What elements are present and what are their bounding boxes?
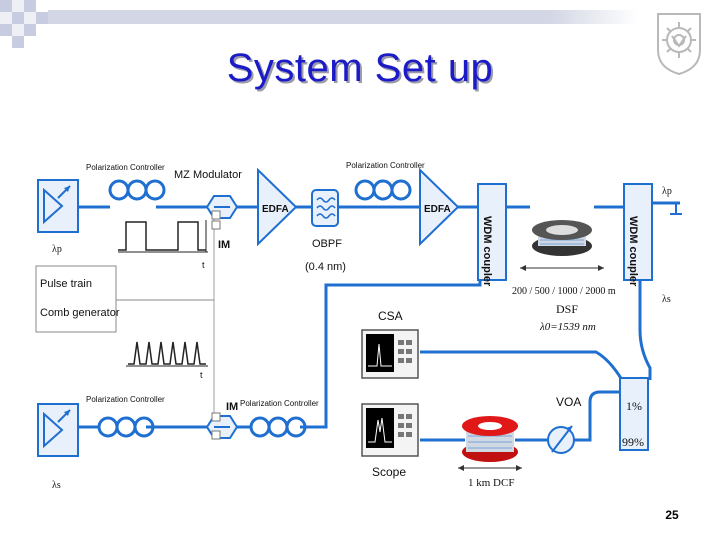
label-comb-generator: Comb generator xyxy=(40,307,120,319)
label-axis-t-2: t xyxy=(200,370,203,380)
scope-instrument xyxy=(361,403,419,457)
label-dcf: 1 km DCF xyxy=(468,477,514,489)
label-dsf: DSF xyxy=(556,302,578,316)
label-obpf: OBPF xyxy=(312,238,342,250)
label-coupler-1pct: 1% xyxy=(626,399,642,413)
fiber-signal-in xyxy=(78,262,482,429)
label-polarization-controller-3: Polarization Controller xyxy=(86,395,165,404)
label-edfa-1: EDFA xyxy=(262,204,289,215)
label-lambda-s-bottom: λs xyxy=(52,480,61,491)
tap-coupler xyxy=(619,377,649,451)
label-pulse-train: Pulse train xyxy=(40,278,92,290)
label-dsf-lengths: 200 / 500 / 1000 / 2000 m xyxy=(512,286,616,297)
label-scope: Scope xyxy=(372,465,406,479)
wdm-coupler-1 xyxy=(477,183,507,281)
wdm-coupler-2 xyxy=(623,183,653,281)
square-wave-waveform xyxy=(118,220,208,253)
label-polarization-controller-1: Polarization Controller xyxy=(86,163,165,172)
slide-number: 25 xyxy=(665,508,679,522)
label-csa: CSA xyxy=(378,309,403,323)
edfa-amplifier-2 xyxy=(419,167,460,247)
polarization-controller-2 xyxy=(354,179,412,201)
polarization-controller-1 xyxy=(108,179,166,201)
polarization-controller-4 xyxy=(249,416,307,438)
label-voa: VOA xyxy=(556,395,581,409)
csa-instrument xyxy=(361,329,419,379)
institution-crest-logo xyxy=(657,13,701,76)
polarization-controller-3 xyxy=(97,416,155,438)
label-im-2: IM xyxy=(226,401,238,413)
label-dsf-lambda0: λ0=1539 nm xyxy=(539,321,596,333)
pump-laser xyxy=(37,179,79,233)
label-wdm-coupler-2: WDM coupler xyxy=(627,216,639,287)
dcf-fiber-spool xyxy=(462,416,518,462)
edfa-amplifier-1 xyxy=(257,167,298,247)
obpf-filter xyxy=(311,189,339,227)
label-edfa-2: EDFA xyxy=(424,204,451,215)
label-polarization-controller-2: Polarization Controller xyxy=(346,161,425,170)
dsf-fiber-spool xyxy=(532,220,592,256)
label-lambda-p-right: λp xyxy=(662,186,672,197)
signal-laser xyxy=(37,403,79,457)
label-lambda-s-right: λs xyxy=(662,294,671,305)
pulse-generator-box xyxy=(35,265,117,333)
fiber-coupler-voa xyxy=(574,390,620,442)
label-lambda-p-left: λp xyxy=(52,244,62,255)
label-im-1: IM xyxy=(218,239,230,251)
label-axis-t-1: t xyxy=(202,260,205,270)
voa-attenuator xyxy=(547,425,575,454)
label-wdm-coupler-1: WDM coupler xyxy=(481,216,493,287)
comb-pulse-waveform xyxy=(126,341,208,367)
header-checker-pattern xyxy=(0,0,638,48)
label-coupler-99pct: 99% xyxy=(622,435,644,449)
fiber-signal-right xyxy=(638,262,652,380)
label-obpf-bandwidth: (0.4 nm) xyxy=(305,261,346,273)
fiber-coupler-csa xyxy=(420,350,624,381)
label-mz-modulator: MZ Modulator xyxy=(174,169,242,181)
label-polarization-controller-4: Polarization Controller xyxy=(240,399,319,408)
slide-title: System Set up xyxy=(226,46,494,90)
